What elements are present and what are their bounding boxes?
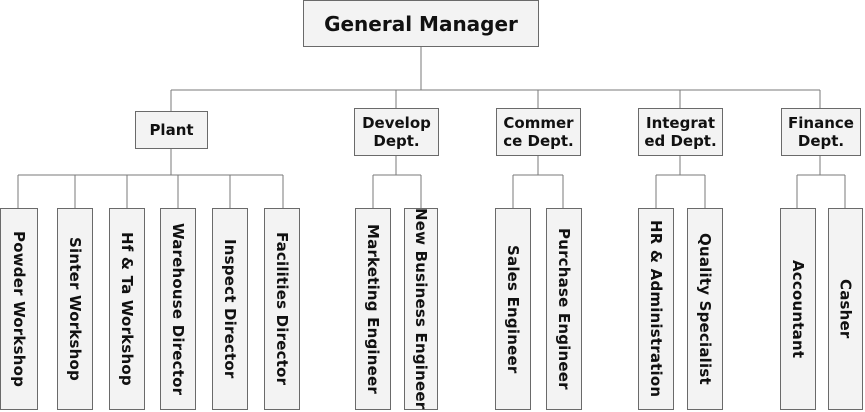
unit-inspect-director: Inspect Director bbox=[212, 208, 248, 410]
dept-integrated-label: Integrat ed Dept. bbox=[644, 114, 717, 150]
unit-label: Purchase Engineer bbox=[555, 228, 573, 390]
unit-label: Warehouse Director bbox=[169, 222, 187, 396]
unit-label: Hf & Ta Workshop bbox=[118, 232, 136, 386]
unit-label: Sinter Workshop bbox=[66, 237, 84, 381]
unit-sales-engineer: Sales Engineer bbox=[495, 208, 531, 410]
unit-hf-ta-workshop: Hf & Ta Workshop bbox=[109, 208, 145, 410]
unit-label: HR & Administration bbox=[647, 220, 665, 398]
unit-new-business-engineer: New Business Engineer bbox=[404, 208, 438, 410]
unit-accountant: Accountant bbox=[780, 208, 816, 410]
general-manager-label: General Manager bbox=[324, 11, 518, 36]
unit-casher: Casher bbox=[828, 208, 863, 410]
dept-commerce-box: Commer ce Dept. bbox=[496, 108, 581, 156]
unit-quality-specialist: Quality Specialist bbox=[687, 208, 723, 410]
unit-label: Accountant bbox=[789, 259, 807, 359]
dept-develop-label: Develop Dept. bbox=[362, 114, 431, 150]
unit-label: Powder Workshop bbox=[10, 230, 28, 388]
dept-finance-label: Finance Dept. bbox=[788, 114, 854, 150]
unit-label: Facilities Director bbox=[273, 232, 291, 386]
unit-label: New Business Engineer bbox=[412, 208, 430, 410]
unit-sinter-workshop: Sinter Workshop bbox=[57, 208, 93, 410]
unit-label: Marketing Engineer bbox=[364, 224, 382, 394]
unit-label: Sales Engineer bbox=[504, 244, 522, 374]
dept-develop-box: Develop Dept. bbox=[354, 108, 439, 156]
unit-hr-administration: HR & Administration bbox=[638, 208, 674, 410]
unit-label: Inspect Director bbox=[221, 239, 239, 379]
unit-purchase-engineer: Purchase Engineer bbox=[546, 208, 582, 410]
dept-integrated-box: Integrat ed Dept. bbox=[638, 108, 723, 156]
unit-label: Casher bbox=[836, 279, 855, 339]
unit-facilities-director: Facilities Director bbox=[264, 208, 300, 410]
unit-warehouse-director: Warehouse Director bbox=[160, 208, 196, 410]
dept-plant-box: Plant bbox=[135, 111, 208, 149]
general-manager-box: General Manager bbox=[303, 0, 539, 47]
unit-label: Quality Specialist bbox=[696, 233, 714, 385]
dept-commerce-label: Commer ce Dept. bbox=[503, 114, 574, 150]
dept-finance-box: Finance Dept. bbox=[781, 108, 861, 156]
dept-plant-label: Plant bbox=[149, 121, 194, 139]
unit-powder-workshop: Powder Workshop bbox=[0, 208, 38, 410]
unit-marketing-engineer: Marketing Engineer bbox=[355, 208, 391, 410]
